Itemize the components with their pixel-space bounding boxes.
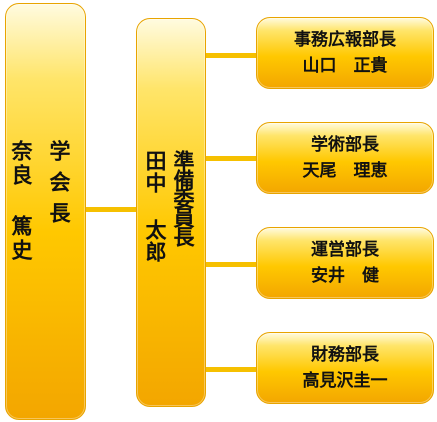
dept-title: 財務部長 — [311, 345, 379, 365]
prep-committee-title: 準備委員長 — [171, 150, 195, 245]
chair-name: 奈良 篤史 — [9, 140, 33, 263]
connector-prep-dept-4 — [204, 367, 258, 372]
dept-box-operations: 運営部長 安井 健 — [256, 227, 434, 299]
connector-prep-dept-3 — [204, 262, 258, 267]
dept-box-general-affairs: 事務広報部長 山口 正貴 — [256, 17, 434, 89]
dept-head-name: 天尾 理恵 — [302, 161, 388, 181]
dept-title: 事務広報部長 — [294, 30, 396, 50]
dept-head-name: 安井 健 — [311, 266, 379, 286]
connector-prep-dept-2 — [204, 156, 258, 161]
dept-title: 学術部長 — [311, 135, 379, 155]
connector-chair-prep — [84, 207, 138, 212]
prep-committee-name: 田中 太郎 — [143, 150, 167, 263]
connector-prep-dept-1 — [204, 53, 258, 58]
prep-committee-box — [136, 18, 206, 407]
chair-title: 学会長 — [47, 140, 71, 233]
chair-box — [5, 3, 86, 420]
dept-box-finance: 財務部長 高見沢圭一 — [256, 332, 434, 404]
dept-title: 運営部長 — [311, 240, 379, 260]
dept-head-name: 高見沢圭一 — [302, 371, 388, 391]
dept-box-academic: 学術部長 天尾 理恵 — [256, 122, 434, 194]
dept-head-name: 山口 正貴 — [302, 56, 388, 76]
